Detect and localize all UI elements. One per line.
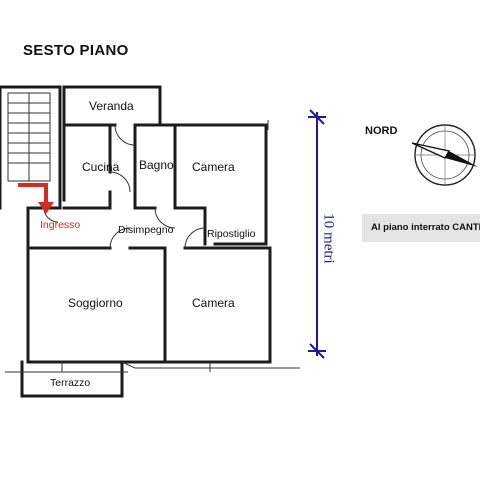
basement-note-text: Al piano interrato CANTINA	[371, 222, 480, 233]
room-label-soggiorno: Soggiorno	[68, 296, 123, 310]
scale-label: 10 metri	[320, 213, 337, 264]
room-label-terrazzo: Terrazzo	[50, 377, 91, 389]
room-label-camera-top: Camera	[192, 160, 235, 174]
compass-rose	[411, 124, 478, 186]
room-label-cucina: Cucina	[82, 160, 120, 174]
room-label-disimpegno: Disimpegno	[118, 224, 174, 236]
entrance-arrow	[18, 183, 54, 214]
room-label-ingresso: Ingresso	[40, 219, 81, 231]
plan-details	[5, 92, 300, 373]
plan-walls	[0, 85, 272, 398]
basement-note: Al piano interrato CANTINA	[362, 214, 480, 242]
room-label-bagno: Bagno	[139, 158, 174, 172]
compass-north-label: NORD	[365, 125, 398, 137]
room-label-veranda: Veranda	[89, 99, 134, 113]
scale-bar	[308, 109, 326, 359]
room-label-ripostiglio: Ripostiglio	[207, 228, 256, 240]
floor-title: SESTO PIANO	[23, 42, 129, 59]
room-label-camera-bottom: Camera	[192, 296, 235, 310]
